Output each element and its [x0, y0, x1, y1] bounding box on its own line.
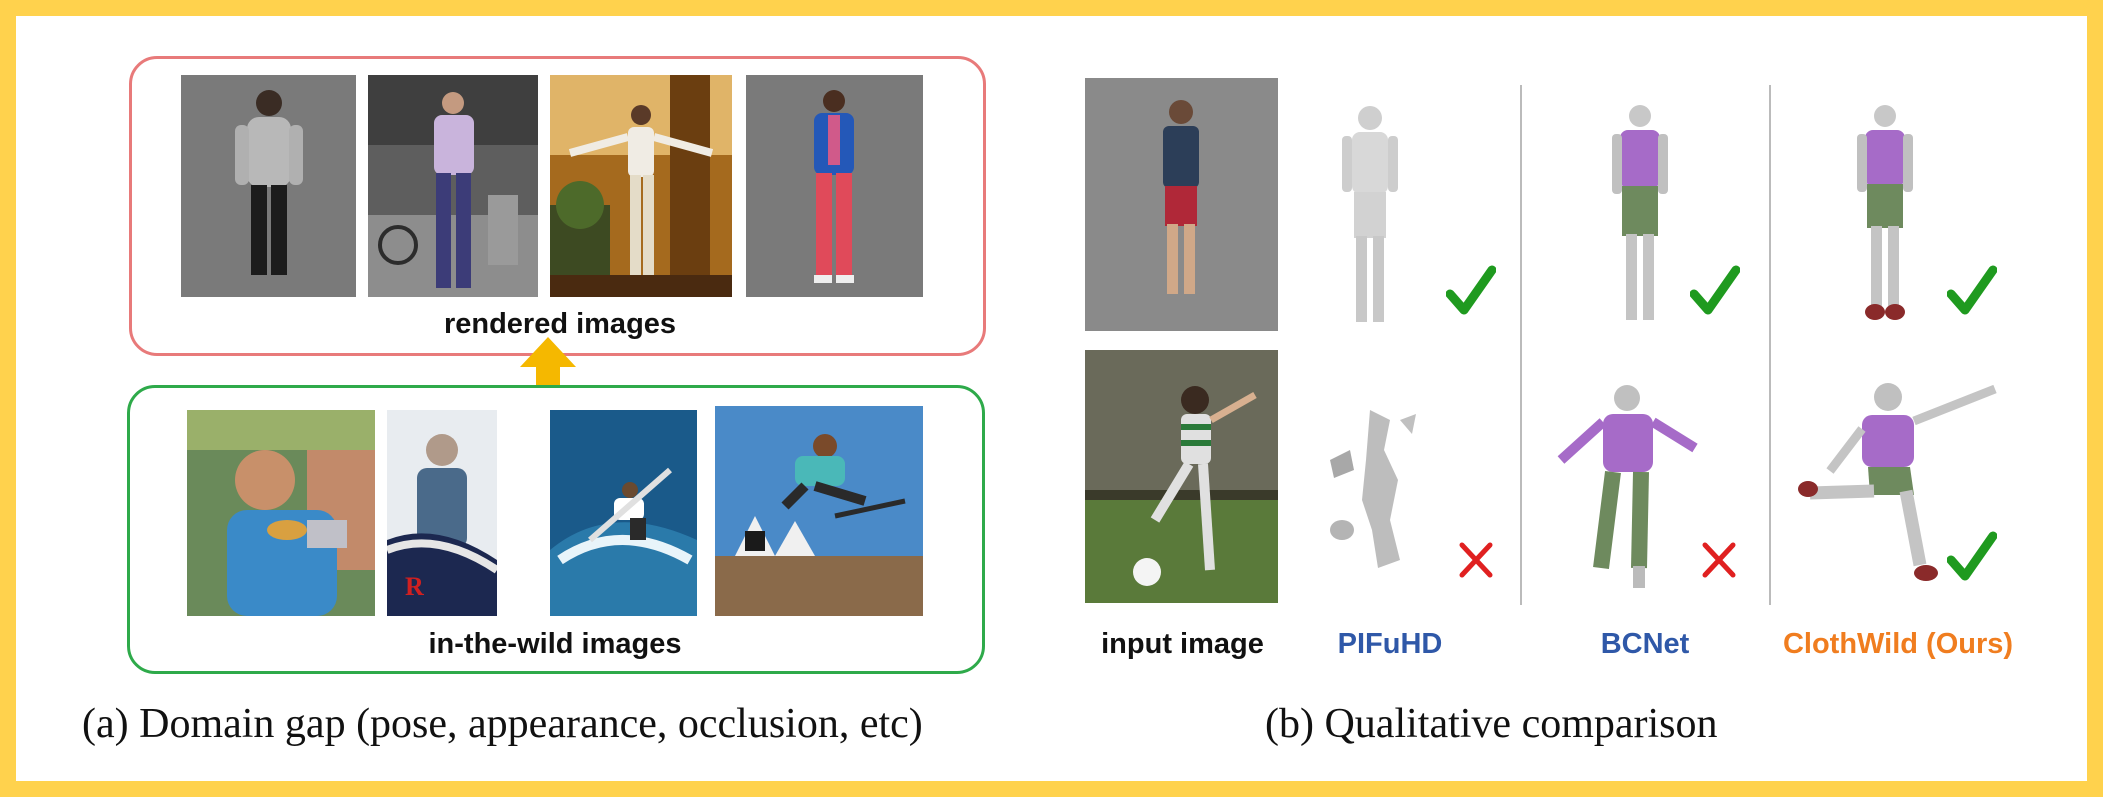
input-image-label: input image — [1101, 628, 1264, 660]
in-the-wild-photo-1 — [187, 410, 375, 616]
check-icon — [1947, 264, 1997, 318]
check-icon — [1446, 264, 1496, 318]
caption-a: (a) Domain gap (pose, appearance, occlus… — [82, 701, 923, 747]
check-icon — [1690, 264, 1740, 318]
cross-icon — [1457, 540, 1495, 580]
method-label-pifuhd: PIFuHD — [1337, 628, 1443, 660]
column-divider-1 — [1520, 85, 1522, 605]
clothwild-mesh-soccer — [1790, 375, 2000, 595]
caption-b: (b) Qualitative comparison — [1265, 701, 1718, 747]
rendered-photo-3 — [550, 75, 732, 297]
rendered-photo-2 — [368, 75, 538, 297]
rendered-images-label: rendered images — [443, 308, 677, 340]
pifuhd-mesh-soccer-fragments — [1320, 400, 1430, 575]
pifuhd-mesh-standing — [1320, 100, 1420, 332]
in-the-wild-photo-3 — [550, 410, 697, 616]
in-the-wild-photo-2: R — [387, 410, 497, 616]
check-icon — [1947, 530, 1997, 584]
input-image-standing — [1085, 78, 1278, 331]
column-divider-2 — [1769, 85, 1771, 605]
rendered-photo-1 — [181, 75, 356, 297]
method-label-bcnet: BCNet — [1600, 628, 1690, 660]
method-label-clothwild: ClothWild (Ours) — [1782, 628, 2014, 660]
rendered-photo-4 — [746, 75, 923, 297]
cross-icon — [1700, 540, 1738, 580]
bcnet-mesh-soccer — [1555, 378, 1700, 598]
in-the-wild-images-label: in-the-wild images — [428, 628, 682, 660]
svg-text:R: R — [405, 572, 424, 601]
in-the-wild-photo-4 — [715, 406, 923, 616]
input-image-soccer — [1085, 350, 1278, 603]
bcnet-mesh-standing — [1590, 100, 1690, 332]
clothwild-mesh-standing — [1835, 100, 1935, 332]
